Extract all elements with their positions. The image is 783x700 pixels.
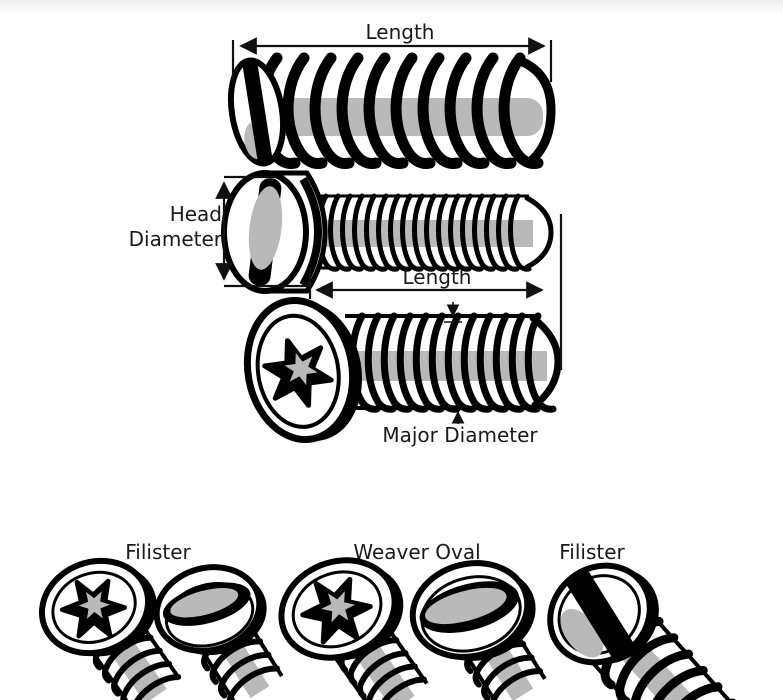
major-diameter-label: Major Diameter bbox=[382, 423, 538, 447]
set-screw-illustration bbox=[228, 48, 556, 178]
screw-tip bbox=[529, 314, 562, 409]
oval-torx-screw-illustration bbox=[243, 296, 562, 444]
slotted-fillister-angled-screw bbox=[547, 562, 749, 700]
top-length-label: Length bbox=[365, 20, 435, 44]
head-type-label-filister-2: Filister bbox=[559, 540, 625, 564]
head-diameter-label: Head Diameter bbox=[128, 202, 222, 251]
set-screw-slotted-end bbox=[228, 57, 286, 167]
slot-icon bbox=[565, 568, 635, 660]
screw-head-types-row bbox=[38, 557, 749, 700]
oval-screw-shank bbox=[343, 314, 562, 409]
mid-length-label: Length bbox=[402, 265, 472, 289]
slot-highlight bbox=[425, 587, 507, 625]
slotted-weaver-oval-head-screw bbox=[409, 560, 546, 700]
screw-tip bbox=[524, 195, 554, 270]
torx-fillister-head-screw bbox=[38, 557, 185, 700]
slot-icon bbox=[242, 60, 273, 164]
slotted-round-head-screw bbox=[153, 564, 283, 700]
oval-screw-head bbox=[243, 296, 363, 444]
set-screw-end-cap bbox=[513, 55, 556, 167]
top-edge-shading bbox=[0, 0, 783, 14]
head-type-label-weaver-oval: Weaver Oval bbox=[353, 540, 481, 564]
fillister-screw-illustration bbox=[221, 170, 554, 294]
fillister-screw-head bbox=[221, 170, 328, 294]
slot-highlight bbox=[170, 588, 239, 618]
fillister-screw-shank bbox=[315, 195, 554, 270]
slot-icon bbox=[248, 178, 283, 286]
head-type-label-filister-1: Filister bbox=[125, 540, 191, 564]
torx-oval-head-screw bbox=[278, 557, 431, 700]
